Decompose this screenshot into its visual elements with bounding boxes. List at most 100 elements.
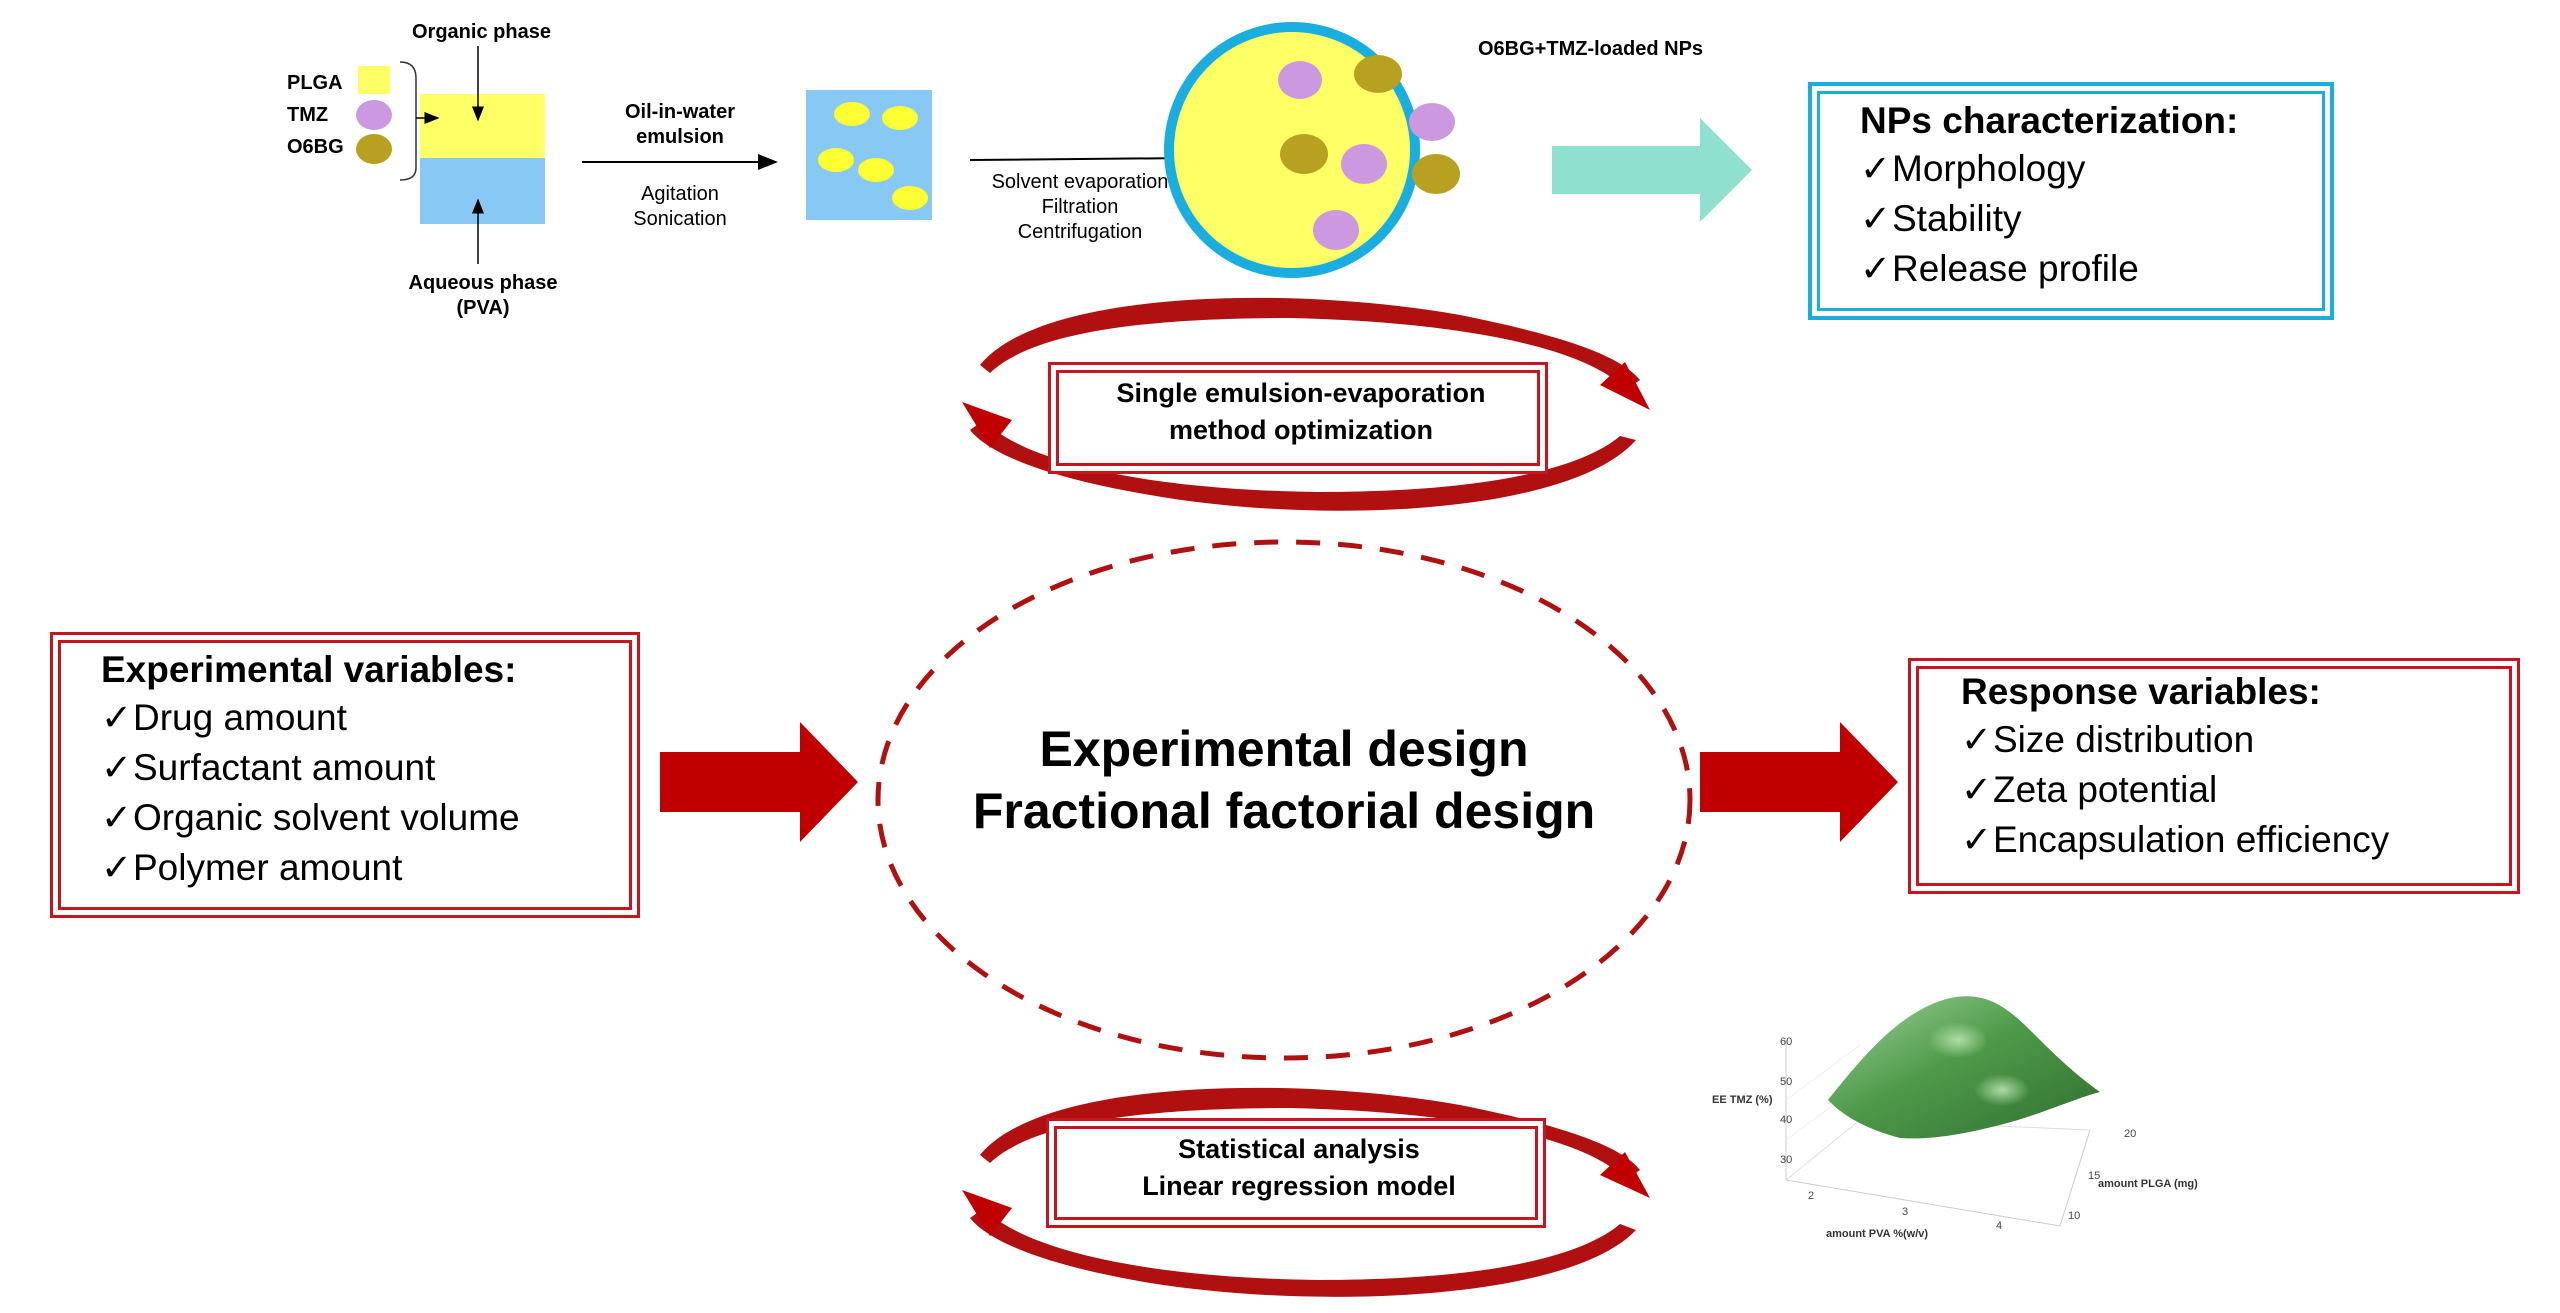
statistics-loop bbox=[962, 1087, 1650, 1297]
plot-frame-line bbox=[1785, 1179, 2061, 1227]
optimization-loop-arrowhead bbox=[962, 402, 1012, 448]
characterization-title: NPs characterization: bbox=[1860, 100, 2239, 141]
experimental-variables-title: Experimental variables: bbox=[101, 649, 517, 690]
surface-highlight bbox=[1974, 1074, 2030, 1106]
statistics-loop-arrowhead bbox=[1600, 1152, 1650, 1198]
response-variables-box: Response variables: ✓Size distribution ✓… bbox=[1908, 658, 2520, 894]
check-icon: ✓ bbox=[1961, 719, 1993, 760]
droplet bbox=[892, 186, 928, 210]
solvent-evaporation-steps: Solvent evaporation Filtration Centrifug… bbox=[975, 170, 1185, 245]
loaded-nanoparticle bbox=[1164, 22, 1460, 278]
surface-highlight bbox=[1928, 1022, 1988, 1058]
plot-z-tick: 30 bbox=[1780, 1154, 1793, 1166]
o6bg-particle bbox=[1280, 134, 1328, 174]
input-arrow bbox=[660, 722, 858, 842]
design-ellipse bbox=[875, 539, 1693, 1061]
surface-plot bbox=[1785, 996, 2100, 1227]
plot-frame-line bbox=[2059, 1129, 2091, 1227]
organic-phase-block bbox=[420, 94, 545, 158]
statistics-label: Statistical analysis Linear regression m… bbox=[1049, 1131, 1549, 1205]
agitation-label: Agitation bbox=[641, 183, 719, 205]
characterization-item-label: Morphology bbox=[1892, 148, 2086, 189]
statistics-box: Statistical analysis Linear regression m… bbox=[1046, 1118, 1546, 1228]
o6bg-particle bbox=[1354, 55, 1402, 93]
organic-phase-label: Organic phase bbox=[412, 21, 551, 43]
experimental-variable-label: Organic solvent volume bbox=[133, 797, 520, 838]
response-surface bbox=[1828, 996, 2100, 1139]
plot-y-tick: 20 bbox=[2124, 1128, 2137, 1140]
sonication-label: Sonication bbox=[633, 208, 727, 230]
plot-y-tick: 15 bbox=[2088, 1170, 2101, 1182]
legend-plga-label: PLGA bbox=[287, 72, 343, 94]
legend-o6bg-swatch bbox=[356, 134, 392, 164]
legend-tmz-swatch bbox=[356, 100, 392, 130]
check-icon: ✓ bbox=[1860, 198, 1892, 239]
experimental-variable-label: Drug amount bbox=[133, 697, 347, 738]
aqueous-phase-line1: Aqueous phase bbox=[408, 272, 558, 294]
experimental-design-line1: Experimental design bbox=[1039, 721, 1529, 777]
check-icon: ✓ bbox=[1860, 248, 1892, 289]
experimental-design-line2: Fractional factorial design bbox=[972, 783, 1596, 839]
plot-x-tick: 2 bbox=[1808, 1190, 1815, 1202]
experimental-variable-item: ✓Organic solvent volume bbox=[101, 793, 637, 843]
experimental-design-title: Experimental design Fractional factorial… bbox=[884, 718, 1684, 842]
plot-y-label: amount PLGA (mg) bbox=[2098, 1178, 2198, 1190]
agitation-sonication-label: Agitation Sonication bbox=[600, 182, 760, 232]
optimization-label: Single emulsion-evaporation method optim… bbox=[1051, 375, 1551, 449]
aqueous-phase-line2: (PVA) bbox=[456, 297, 510, 319]
plot-z-tick: 60 bbox=[1780, 1036, 1793, 1048]
check-icon: ✓ bbox=[1961, 819, 1993, 860]
plot-z-label: EE TMZ (%) bbox=[1712, 1094, 1773, 1106]
plot-x-tick: 4 bbox=[1996, 1220, 2003, 1232]
statistics-line2: Linear regression model bbox=[1142, 1171, 1456, 1201]
response-variable-item: ✓Zeta potential bbox=[1961, 765, 2517, 815]
legend-o6bg-label: O6BG bbox=[287, 136, 344, 158]
tmz-particle bbox=[1409, 103, 1455, 141]
characterization-item-label: Stability bbox=[1892, 198, 2022, 239]
optimization-line1: Single emulsion-evaporation bbox=[1116, 378, 1486, 408]
characterization-item: ✓Stability bbox=[1860, 194, 2330, 244]
legend-tmz-label: TMZ bbox=[287, 104, 329, 126]
plot-z-tick: 40 bbox=[1780, 1114, 1793, 1126]
tmz-particle bbox=[1278, 61, 1322, 99]
check-icon: ✓ bbox=[101, 697, 133, 738]
response-variable-item: ✓Encapsulation efficiency bbox=[1961, 815, 2517, 865]
droplet bbox=[882, 106, 918, 130]
response-variable-label: Size distribution bbox=[1993, 719, 2255, 760]
legend-plga-swatch bbox=[358, 66, 390, 94]
emulsion-droplets bbox=[818, 102, 928, 210]
plot-z-tick: 50 bbox=[1780, 1076, 1793, 1088]
o6bg-particle bbox=[1412, 154, 1460, 194]
check-icon: ✓ bbox=[1860, 148, 1892, 189]
experimental-variables-box: Experimental variables: ✓Drug amount ✓Su… bbox=[50, 632, 640, 918]
plot-x-label: amount PVA %(w/v) bbox=[1826, 1228, 1929, 1240]
plot-x-tick: 3 bbox=[1902, 1206, 1909, 1218]
experimental-variable-item: ✓Polymer amount bbox=[101, 843, 637, 893]
experimental-variable-label: Polymer amount bbox=[133, 847, 403, 888]
characterization-arrow bbox=[1552, 118, 1752, 222]
check-icon: ✓ bbox=[101, 847, 133, 888]
droplet bbox=[834, 102, 870, 126]
response-variable-label: Zeta potential bbox=[1993, 769, 2218, 810]
experimental-variable-item: ✓Drug amount bbox=[101, 693, 637, 743]
plot-frame-line bbox=[1785, 1044, 1861, 1101]
centrifugation-label: Centrifugation bbox=[1017, 221, 1143, 243]
optimization-loop-arrowhead bbox=[1600, 362, 1650, 410]
response-variable-item: ✓Size distribution bbox=[1961, 715, 2517, 765]
tmz-particle bbox=[1313, 210, 1359, 250]
evaporation-arrow bbox=[969, 150, 1194, 167]
oil-in-water-label: Oil-in-water emulsion bbox=[600, 100, 760, 150]
characterization-item: ✓Morphology bbox=[1860, 144, 2330, 194]
statistics-line1: Statistical analysis bbox=[1178, 1134, 1420, 1164]
optimization-box: Single emulsion-evaporation method optim… bbox=[1048, 362, 1548, 474]
characterization-item-label: Release profile bbox=[1892, 248, 2139, 289]
characterization-item: ✓Release profile bbox=[1860, 244, 2330, 294]
filtration-label: Filtration bbox=[1041, 196, 1119, 218]
optimization-loop bbox=[962, 297, 1650, 511]
tmz-particle bbox=[1341, 144, 1387, 184]
check-icon: ✓ bbox=[1961, 769, 1993, 810]
statistics-loop-arrowhead bbox=[962, 1190, 1012, 1236]
nps-label: O6BG+TMZ-loaded NPs bbox=[1478, 38, 1704, 60]
characterization-box: NPs characterization: ✓Morphology ✓Stabi… bbox=[1808, 82, 2334, 320]
